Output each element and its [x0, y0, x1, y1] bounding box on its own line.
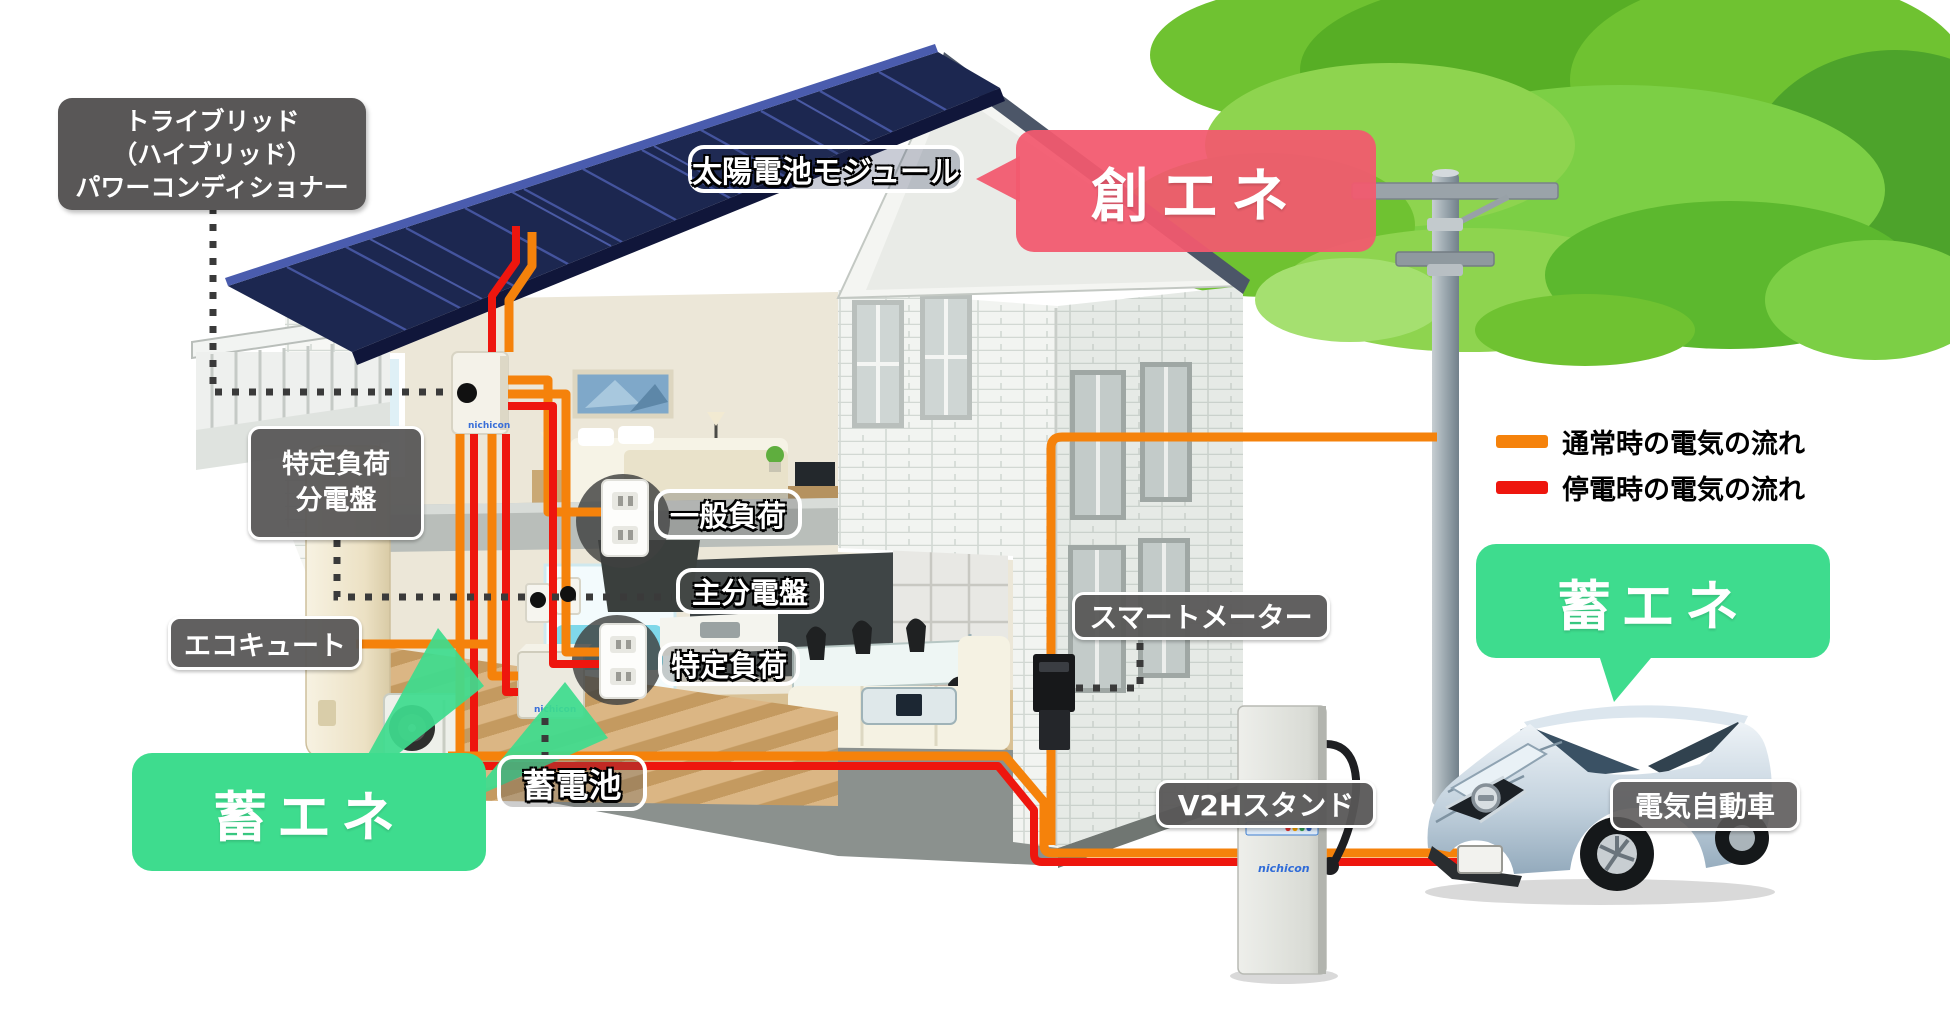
callout-battery: 蓄電池 — [497, 755, 647, 811]
callout-power-conditioner: トライブリッド （ハイブリッド） パワーコンディショナー — [58, 98, 366, 210]
conditioner-brand: nichicon — [468, 421, 510, 431]
outlet-plate-specific — [599, 623, 647, 699]
wire-grid — [1046, 432, 1437, 845]
side-wall — [1058, 286, 1243, 848]
sofa — [788, 636, 1010, 750]
callout-smart-meter: スマートメーター — [1072, 592, 1330, 640]
legend-normal-swatch — [1496, 435, 1548, 448]
legend: 通常時の電気の流れ 停電時の電気の流れ — [1496, 422, 1805, 514]
tv — [795, 462, 835, 486]
roof-ridge — [225, 44, 938, 286]
legend-outage: 停電時の電気の流れ — [1496, 468, 1805, 507]
connector-dots — [457, 383, 576, 608]
callout-general-load: 一般負荷 — [654, 489, 802, 539]
wire-roof-red — [488, 226, 520, 352]
wire-specific-load-orange — [508, 389, 600, 657]
connector-conditioner — [209, 207, 452, 396]
callout-store-energy-left: 蓄エネ — [132, 753, 486, 871]
connector-main-panel — [333, 540, 672, 601]
specific-load-panel-line1: 特定負荷 — [282, 449, 390, 481]
power-conditioner-line1: トライブリッド — [124, 106, 300, 136]
v2h-brand: nichicon — [1258, 862, 1310, 875]
car-plate — [1457, 845, 1503, 874]
power-conditioner-line3: パワーコンディショナー — [75, 172, 349, 202]
callout-ev-car: 電気自動車 — [1610, 779, 1800, 831]
connector-smart-meter — [1076, 642, 1144, 692]
legend-outage-swatch — [1496, 481, 1548, 494]
callout-specific-load-panel: 特定負荷 分電盤 — [248, 426, 424, 540]
legend-normal-text: 通常時の電気の流れ — [1562, 429, 1805, 460]
pole-crossarm-bottom — [1395, 251, 1495, 267]
front-window-1 — [852, 300, 904, 428]
wire-floor-red — [448, 762, 1462, 866]
v2h-stand-unit: nichicon — [1230, 705, 1361, 984]
utility-pole — [1351, 169, 1559, 806]
car-roof — [1524, 705, 1748, 730]
legend-outage-text: 停電時の電気の流れ — [1562, 475, 1805, 506]
outlet-plate-general — [601, 479, 649, 557]
wire-specific-load-red — [508, 402, 600, 668]
car-windshield — [1520, 726, 1640, 776]
front-window-2 — [920, 294, 972, 420]
front-wall — [838, 290, 1058, 848]
wire-floor-orange — [448, 751, 1462, 858]
callout-v2h-stand: V2Hスタンド — [1156, 780, 1376, 828]
callout-solar-module: 太陽電池モジュール — [688, 145, 964, 193]
wire-battery-red — [502, 434, 518, 696]
wire-roof-orange — [504, 232, 537, 352]
create-energy-tail — [976, 156, 1020, 202]
wire-general-load — [508, 375, 601, 517]
car-side-window — [1648, 722, 1746, 774]
callout-specific-load: 特定負荷 — [658, 642, 800, 686]
power-conditioner-line2: （ハイブリッド） — [112, 139, 312, 169]
specific-load-panel-line2: 分電盤 — [295, 485, 377, 516]
callout-ecocute: エコキュート — [168, 616, 362, 670]
store-energy-right-tail — [1598, 652, 1656, 702]
pole-crossarm-top — [1351, 182, 1559, 200]
callout-create-energy: 創エネ — [1016, 130, 1376, 252]
wires — [356, 226, 1462, 866]
smart-meter-unit — [1033, 654, 1075, 750]
connectors — [209, 207, 1144, 755]
callout-store-energy-right: 蓄エネ — [1476, 544, 1830, 658]
callout-main-panel: 主分電盤 — [676, 568, 824, 614]
legend-normal: 通常時の電気の流れ — [1496, 422, 1805, 461]
